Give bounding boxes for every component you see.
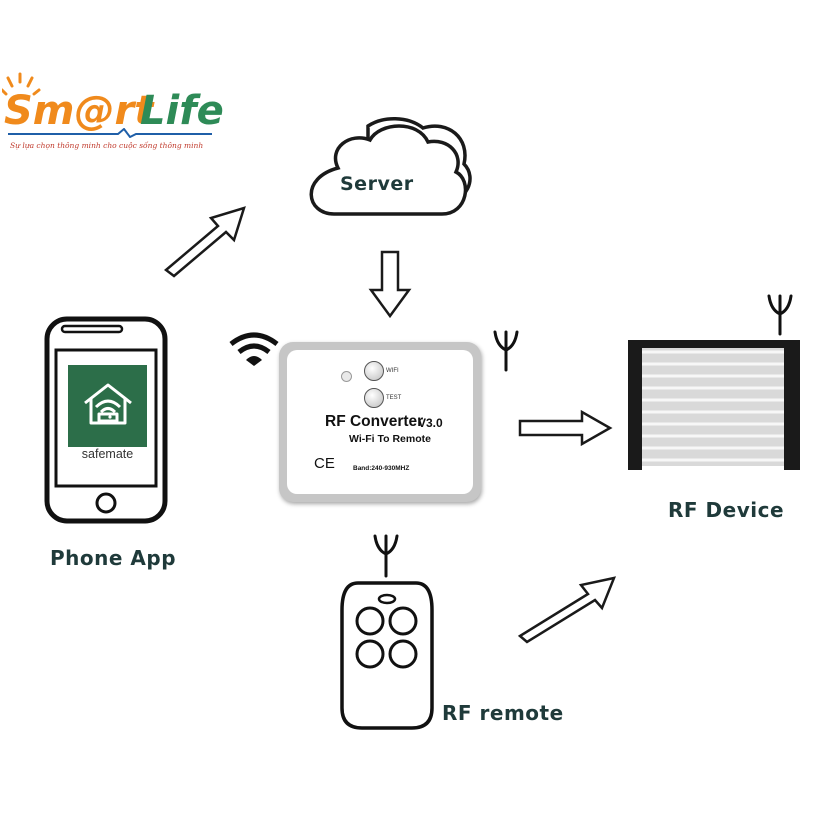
antenna-icon xyxy=(493,330,519,372)
logo-tagline: Sự lựa chọn thông minh cho cuộc sống thô… xyxy=(10,141,204,150)
band-label: Band:240-930MHZ xyxy=(353,465,410,472)
arrow-right-icon xyxy=(518,409,613,447)
test-button[interactable] xyxy=(364,388,384,408)
rf-remote-label: RF remote xyxy=(442,701,564,725)
logo-underline xyxy=(8,128,212,138)
smart-home-icon xyxy=(84,383,132,425)
remote-control-icon xyxy=(340,581,434,730)
converter-version: V3.0 xyxy=(418,416,443,430)
app-name-label: safemate xyxy=(81,447,134,461)
converter-subtitle: Wi-Fi To Remote xyxy=(349,433,431,445)
arrow-up-right-icon xyxy=(517,576,617,644)
wifi-button[interactable] xyxy=(364,361,384,381)
logo-smart-text: Sm@rt xyxy=(4,88,154,134)
test-button-label: TEST xyxy=(386,395,402,401)
phone-app-label: Phone App xyxy=(50,546,177,570)
wifi-button-label: WIFI xyxy=(386,368,399,374)
antenna-icon xyxy=(767,294,793,336)
server-label: Server xyxy=(340,173,414,195)
wifi-icon xyxy=(229,332,279,366)
safemate-app-tile[interactable] xyxy=(68,365,147,447)
arrow-up-right-icon xyxy=(163,206,246,278)
antenna-icon xyxy=(373,534,399,578)
rf-device-label: RF Device xyxy=(668,498,785,522)
converter-title: RF Converter xyxy=(325,413,424,430)
arrow-down-icon xyxy=(368,250,412,319)
cloud-icon xyxy=(309,117,472,216)
lightbulb-rays-icon xyxy=(2,72,41,96)
roller-shutter-icon xyxy=(628,340,800,470)
logo-life-text: Life xyxy=(140,88,224,134)
ce-mark: CE xyxy=(314,455,335,472)
status-led-icon xyxy=(341,371,352,382)
